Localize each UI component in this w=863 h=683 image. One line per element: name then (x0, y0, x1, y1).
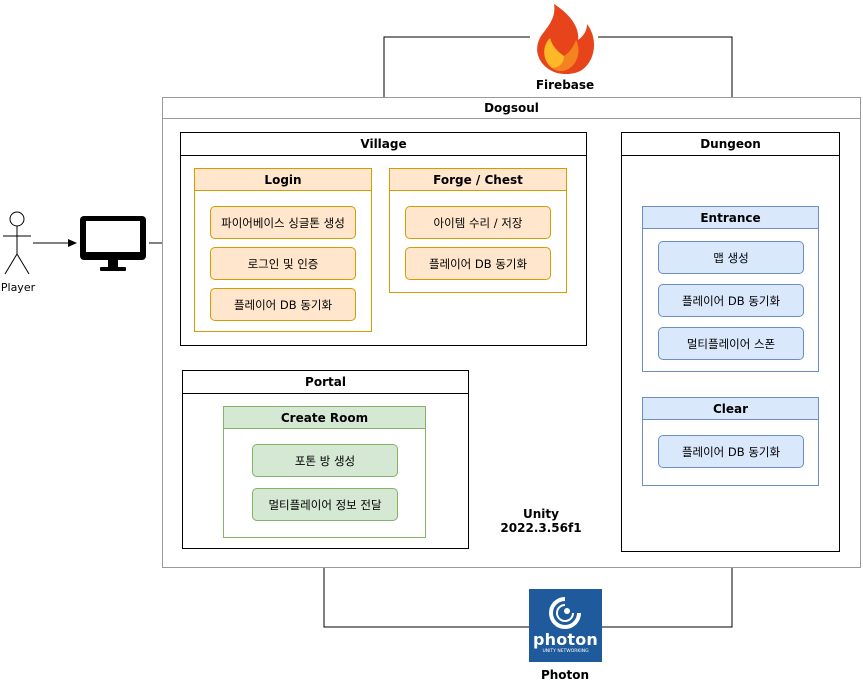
unity-version-label: Unity 2022.3.56f1 (495, 507, 587, 535)
create-room-item: 포톤 방 생성 (252, 444, 398, 477)
create-room-item: 멀티플레이어 정보 전달 (252, 488, 398, 521)
village-title: Village (181, 133, 586, 156)
user-icon (3, 211, 31, 275)
dungeon-title: Dungeon (622, 133, 839, 156)
portal-title: Portal (183, 371, 468, 394)
login-item: 플레이어 DB 동기화 (210, 288, 356, 321)
clear-group: Clear 플레이어 DB 동기화 (642, 397, 819, 486)
entrance-item: 맵 생성 (658, 241, 804, 274)
photon-logo-text: photon (532, 630, 599, 649)
dungeon-container: Dungeon Entrance 맵 생성 플레이어 DB 동기화 멀티플레이어… (621, 132, 840, 552)
login-group: Login 파이어베이스 싱글톤 생성 로그인 및 인증 플레이어 DB 동기화 (194, 168, 372, 332)
dogsoul-title: Dogsoul (163, 98, 860, 119)
firebase-logo (530, 2, 600, 75)
login-title: Login (195, 169, 371, 191)
forge-item: 플레이어 DB 동기화 (405, 247, 551, 280)
create-room-group: Create Room 포톤 방 생성 멀티플레이어 정보 전달 (223, 406, 426, 538)
village-container: Village Login 파이어베이스 싱글톤 생성 로그인 및 인증 플레이… (180, 132, 587, 346)
forge-item: 아이템 수리 / 저장 (405, 206, 551, 239)
flame-icon (537, 4, 595, 75)
clear-item: 플레이어 DB 동기화 (658, 435, 804, 468)
photon-label: Photon (540, 668, 590, 682)
engine-version: 2022.3.56f1 (500, 521, 582, 535)
photon-logo-subtext: UNITY NETWORKING (542, 649, 589, 654)
entrance-title: Entrance (643, 207, 818, 229)
engine-name: Unity (523, 507, 559, 521)
forge-chest-title: Forge / Chest (390, 169, 566, 191)
player-actor (0, 210, 36, 278)
login-item: 파이어베이스 싱글톤 생성 (210, 206, 356, 239)
login-item: 로그인 및 인증 (210, 247, 356, 280)
monitor-icon (78, 214, 148, 274)
photon-logo: photon UNITY NETWORKING (529, 589, 602, 662)
forge-chest-group: Forge / Chest 아이템 수리 / 저장 플레이어 DB 동기화 (389, 168, 567, 293)
player-label: Player (0, 281, 36, 294)
photon-emblem-icon (549, 597, 581, 629)
entrance-item: 멀티플레이어 스폰 (658, 327, 804, 360)
entrance-group: Entrance 맵 생성 플레이어 DB 동기화 멀티플레이어 스폰 (642, 206, 819, 372)
entrance-item: 플레이어 DB 동기화 (658, 284, 804, 317)
create-room-title: Create Room (224, 407, 425, 429)
firebase-label: Firebase (535, 78, 595, 92)
portal-container: Portal Create Room 포톤 방 생성 멀티플레이어 정보 전달 (182, 370, 469, 549)
clear-title: Clear (643, 398, 818, 420)
